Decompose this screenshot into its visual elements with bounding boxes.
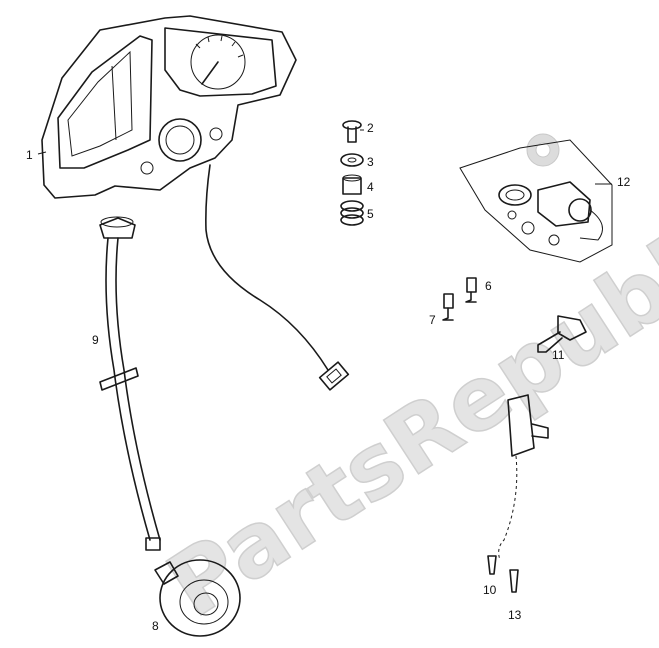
callout-12: 12 — [617, 175, 631, 189]
speedometer-cable — [99, 216, 161, 551]
watermark-text: PartsRepublik — [150, 171, 659, 637]
callout-4: 4 — [367, 180, 374, 194]
speedometer-drive — [154, 559, 241, 637]
ignition-key — [537, 315, 587, 353]
callout-3: 3 — [367, 155, 374, 169]
callout-6: 6 — [485, 279, 492, 293]
watermark-logo: PartsRepublik — [149, 133, 659, 638]
callout-leaders — [37, 129, 612, 185]
callout-11: 11 — [552, 348, 565, 362]
switches — [442, 277, 477, 321]
callout-8: 8 — [152, 619, 159, 633]
callout-13: 13 — [508, 608, 522, 622]
mounting-hardware — [340, 120, 364, 226]
callout-9: 9 — [92, 333, 99, 347]
callout-7: 7 — [429, 313, 436, 327]
instrument-cluster — [41, 15, 350, 391]
callout-2: 2 — [367, 121, 374, 135]
callout-10: 10 — [483, 583, 497, 597]
lock-set — [459, 139, 613, 263]
callout-labels: 1 2 3 4 5 6 7 8 9 10 11 12 13 — [26, 121, 631, 633]
callout-1: 1 — [26, 148, 33, 162]
sensor-assembly — [487, 394, 549, 593]
callout-5: 5 — [367, 207, 374, 221]
